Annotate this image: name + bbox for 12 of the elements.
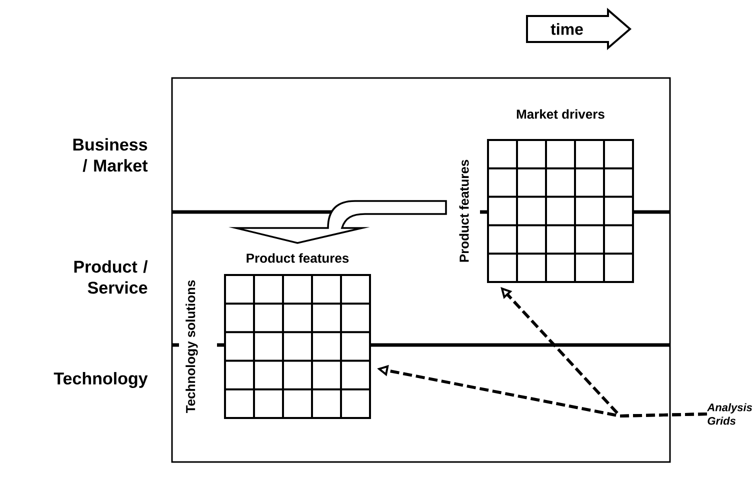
analysis-grid: Market drivers Product features <box>459 109 634 283</box>
analysis-grid: Product features Technology solutions <box>186 253 371 419</box>
callout-text: Analysis Grids <box>706 403 752 425</box>
arrow-label: time <box>550 23 583 35</box>
node-label: Technology solutions <box>186 280 198 414</box>
layer-label: Business / Market <box>73 138 148 172</box>
layer-label: Technology <box>54 372 148 388</box>
layer-label: Product / Service <box>74 260 148 294</box>
node-label: Product features <box>459 160 469 262</box>
node-label: Product features <box>246 253 349 263</box>
node-label: Market drivers <box>516 109 604 119</box>
frame-box <box>171 77 671 463</box>
